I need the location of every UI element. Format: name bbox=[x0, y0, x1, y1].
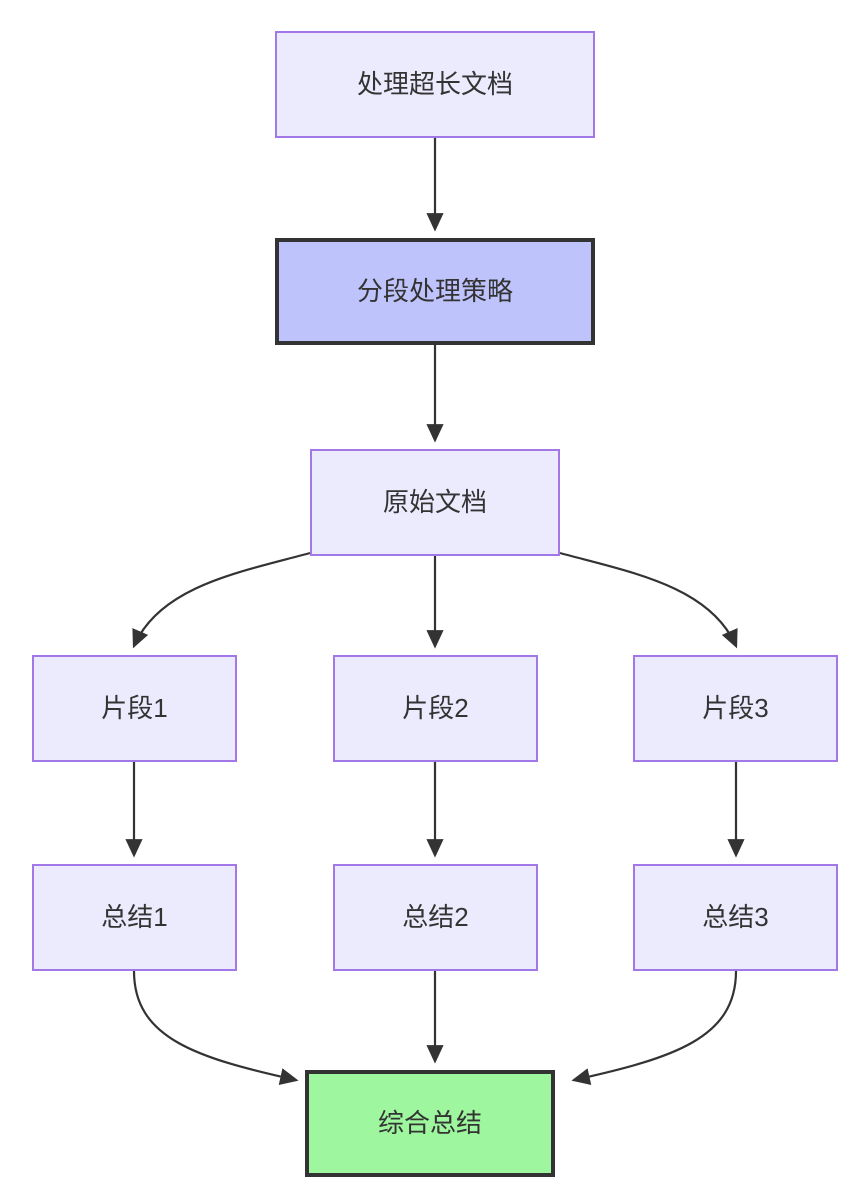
node-label: 综合总结 bbox=[377, 1107, 482, 1138]
node-label: 总结1 bbox=[101, 901, 168, 932]
node-final-summary[interactable]: 综合总结 bbox=[305, 1070, 555, 1177]
node-label: 处理超长文档 bbox=[356, 68, 513, 99]
node-summary-1[interactable]: 总结1 bbox=[32, 864, 237, 971]
node-fragment-2[interactable]: 片段2 bbox=[333, 655, 538, 762]
node-fragment-1[interactable]: 片段1 bbox=[32, 655, 237, 762]
node-chunking-strategy[interactable]: 分段处理策略 bbox=[275, 238, 595, 345]
node-label: 片段2 bbox=[402, 692, 469, 723]
node-original-document[interactable]: 原始文档 bbox=[310, 449, 560, 556]
node-process-long-document[interactable]: 处理超长文档 bbox=[275, 31, 595, 138]
node-summary-3[interactable]: 总结3 bbox=[633, 864, 838, 971]
node-label: 片段1 bbox=[101, 692, 168, 723]
edge-n3-to-n4 bbox=[132, 551, 311, 649]
edge-n9-to-n10 bbox=[571, 970, 738, 1085]
edge-n7-to-n10 bbox=[132, 970, 299, 1085]
edge-n3-to-n6 bbox=[559, 551, 738, 649]
node-label: 原始文档 bbox=[382, 486, 487, 517]
node-label: 总结3 bbox=[702, 901, 769, 932]
node-label: 片段3 bbox=[702, 692, 769, 723]
node-label: 总结2 bbox=[402, 901, 469, 932]
node-fragment-3[interactable]: 片段3 bbox=[633, 655, 838, 762]
node-summary-2[interactable]: 总结2 bbox=[333, 864, 538, 971]
node-label: 分段处理策略 bbox=[356, 275, 513, 306]
